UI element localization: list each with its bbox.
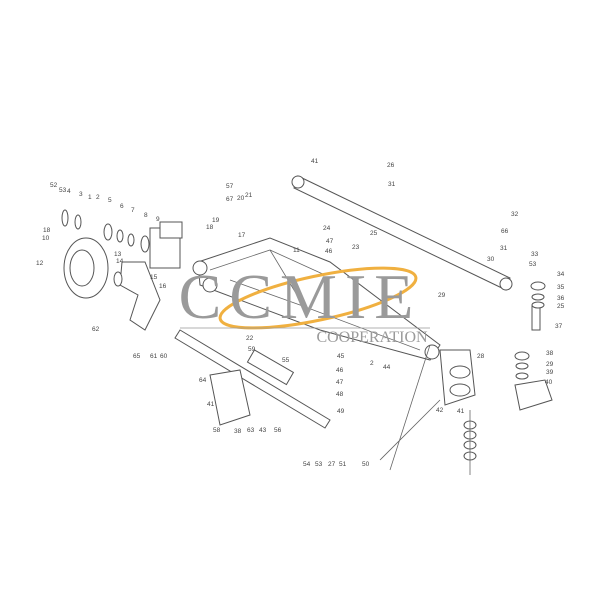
watermark-swoosh	[218, 266, 418, 330]
callout-label: 67	[226, 196, 234, 203]
callout-label: 60	[160, 353, 168, 360]
callout-label: 41	[207, 401, 215, 408]
callout-label: 28	[477, 353, 485, 360]
callout-label: 47	[326, 238, 334, 245]
callout-label: 29	[546, 361, 554, 368]
callout-label: 1	[88, 194, 92, 201]
callout-label: 12	[36, 260, 44, 267]
callout-label: 21	[245, 192, 253, 199]
callout-label: 9	[156, 216, 160, 223]
callout-label: 27	[328, 461, 336, 468]
callout-label: 17	[238, 232, 246, 239]
callout-label: 25	[557, 303, 565, 310]
a-frame	[192, 237, 441, 361]
callout-label: 33	[531, 251, 539, 258]
callout-label: 13	[114, 251, 122, 258]
tie-rod-bar	[291, 175, 513, 291]
callout-label: 44	[383, 364, 391, 371]
callout-label: 3	[79, 191, 83, 198]
callout-label: 50	[362, 461, 370, 468]
callout-label: 37	[555, 323, 563, 330]
callout-label: 61	[150, 353, 158, 360]
callout-label: 48	[336, 391, 344, 398]
ccmie-watermark: CCMIE COOPERATION	[179, 261, 430, 346]
callout-label: 42	[436, 407, 444, 414]
callout-label: 19	[212, 217, 220, 224]
callout-label: 16	[159, 283, 167, 290]
callout-label: 53	[315, 461, 323, 468]
callout-label: 54	[303, 461, 311, 468]
callout-label: 58	[213, 427, 221, 434]
callout-label: 66	[501, 228, 509, 235]
callout-label: 6	[120, 203, 124, 210]
callout-label: 49	[337, 408, 345, 415]
callout-label: 8	[144, 212, 148, 219]
callout-label: 2	[96, 194, 100, 201]
callout-label: 4	[67, 188, 71, 195]
callout-label: 46	[336, 367, 344, 374]
callout-label: 30	[487, 256, 495, 263]
callout-label: 36	[557, 295, 565, 302]
callout-label: 31	[500, 245, 508, 252]
callout-label: 2	[370, 360, 374, 367]
callout-label: 46	[325, 248, 333, 255]
callout-label: 32	[511, 211, 519, 218]
callout-label: 26	[387, 162, 395, 169]
watermark-subtext: COOPERATION	[316, 329, 428, 346]
callout-label: 40	[545, 379, 553, 386]
callout-label: 38	[234, 428, 242, 435]
callout-label: 22	[246, 335, 254, 342]
callout-label: 24	[323, 225, 331, 232]
callout-label: 55	[282, 357, 290, 364]
callout-label: 52	[50, 182, 58, 189]
callout-label: 15	[150, 274, 158, 281]
callout-label: 25	[370, 230, 378, 237]
callout-label: 51	[339, 461, 347, 468]
steering-knuckle	[379, 281, 553, 475]
callout-label: 62	[92, 326, 100, 333]
callout-label: 65	[133, 353, 141, 360]
callout-label: 29	[438, 292, 446, 299]
callout-label: 57	[226, 183, 234, 190]
callout-label: 38	[546, 350, 554, 357]
callout-label: 23	[352, 244, 360, 251]
callout-label: 39	[546, 369, 554, 376]
callout-label: 43	[259, 427, 267, 434]
callout-label: 18	[206, 224, 214, 231]
callout-label: 59	[248, 346, 256, 353]
wheel-hub	[63, 221, 183, 331]
callout-label: 45	[337, 353, 345, 360]
callout-label: 7	[131, 207, 135, 214]
callout-label: 10	[42, 235, 50, 242]
watermark-logo: CCMIE	[179, 261, 422, 332]
callout-label: 53	[529, 261, 537, 268]
callout-label: 34	[557, 271, 565, 278]
callout-label: 47	[336, 379, 344, 386]
callout-label: 41	[311, 158, 319, 165]
callout-label: 41	[457, 408, 465, 415]
callout-label: 18	[43, 227, 51, 234]
bearing-stack	[61, 209, 150, 287]
callout-label: 53	[59, 187, 67, 194]
callout-label: 11	[293, 247, 300, 254]
callout-label: 56	[274, 427, 282, 434]
callout-label: 31	[388, 181, 396, 188]
callout-label: 5	[108, 197, 112, 204]
callout-label: 14	[116, 258, 124, 265]
callout-label: 35	[557, 284, 565, 291]
callout-label: 20	[237, 195, 245, 202]
axle-shaft	[174, 329, 331, 429]
callout-label: 64	[199, 377, 207, 384]
callout-label: 63	[247, 427, 255, 434]
